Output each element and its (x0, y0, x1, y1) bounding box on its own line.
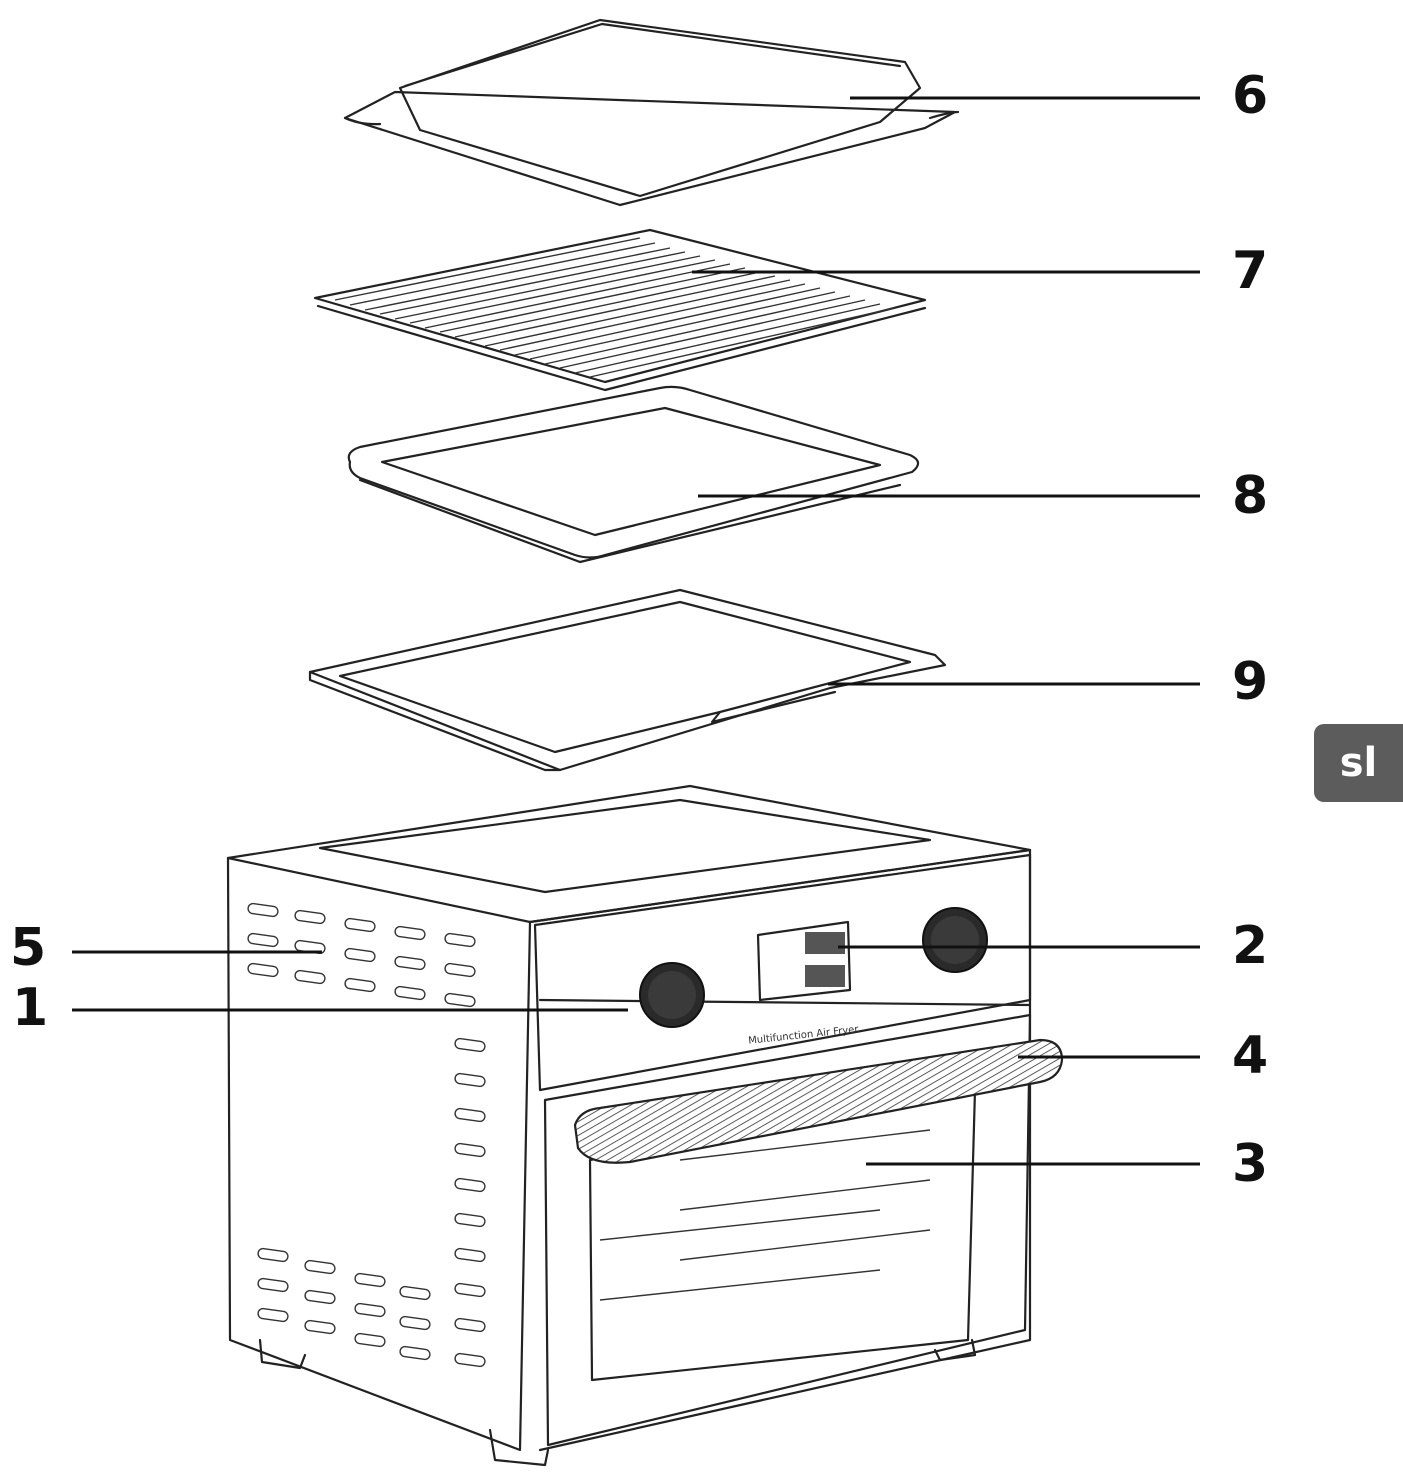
callout-3: 3 (1232, 1134, 1269, 1194)
mesh-basket (343, 18, 960, 207)
callout-2: 2 (1232, 916, 1269, 976)
oven-body (226, 784, 1064, 1467)
wire-rack (313, 228, 927, 392)
callout-1: 1 (12, 978, 49, 1038)
callout-5: 5 (10, 918, 47, 978)
callout-7: 7 (1232, 241, 1269, 301)
crumb-tray (308, 588, 947, 772)
callout-9: 9 (1232, 652, 1269, 712)
callout-4: 4 (1232, 1026, 1269, 1086)
callout-8: 8 (1232, 466, 1269, 526)
callout-6: 6 (1232, 66, 1269, 126)
leader-lines (72, 96, 1200, 1166)
baking-tray (347, 385, 920, 564)
language-tab: sl (1314, 724, 1403, 802)
